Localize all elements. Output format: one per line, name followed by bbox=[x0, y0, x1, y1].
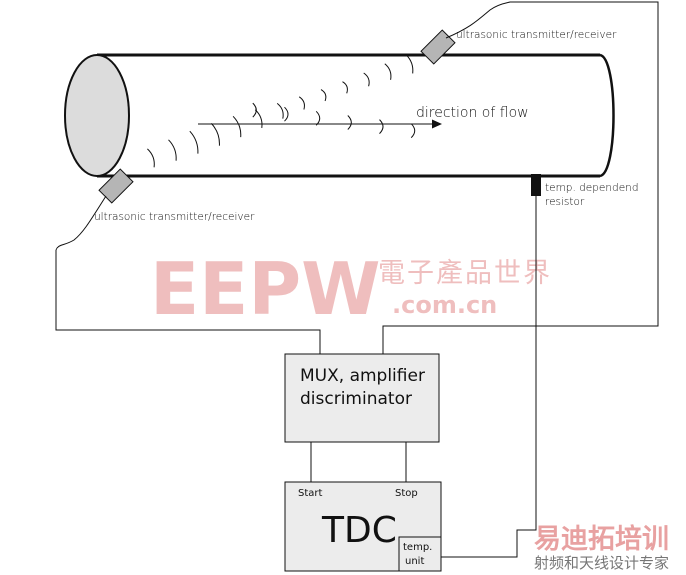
eepw-chinese-text: 電子產品世界 bbox=[378, 258, 552, 289]
resistor-label-line2: resistor bbox=[545, 196, 585, 208]
wave-arc bbox=[347, 115, 352, 130]
wave-arc bbox=[320, 89, 327, 102]
wave-arc bbox=[252, 102, 257, 118]
wave-arc bbox=[405, 54, 414, 74]
ultrasonic-waves bbox=[147, 54, 416, 168]
temp-unit-line2: unit bbox=[405, 556, 424, 567]
tdc-title: TDC bbox=[321, 510, 397, 551]
wire-resistor-to-temp-unit bbox=[441, 196, 537, 558]
cable-bottom bbox=[55, 195, 107, 251]
pipe-right-end bbox=[599, 53, 615, 178]
corner-watermark: 易迪拓培训 射频和天线设计专家 bbox=[534, 524, 669, 572]
resistor-label-line1: temp. dependend bbox=[545, 182, 639, 194]
wave-arc bbox=[284, 106, 289, 122]
mux-box bbox=[284, 353, 440, 443]
temp-unit-line1: temp. bbox=[403, 542, 432, 553]
wave-arc bbox=[168, 139, 177, 161]
tdc-start-label: Start bbox=[298, 488, 323, 499]
wave-arc bbox=[363, 72, 370, 87]
transducer-top-label: ultrasonic transmitter/receiver bbox=[456, 29, 617, 41]
wave-arc bbox=[147, 148, 155, 168]
transducer-bottom-label: ultrasonic transmitter/receiver bbox=[94, 211, 255, 223]
tdc-stop-label: Stop bbox=[395, 488, 418, 499]
wiring bbox=[55, 1, 659, 558]
wave-arc bbox=[189, 130, 199, 154]
wire-bottom-to-mux bbox=[55, 250, 321, 354]
corner-watermark-subtitle: 射频和天线设计专家 bbox=[534, 554, 669, 572]
wave-arc bbox=[210, 123, 220, 146]
wire-top-to-mux bbox=[382, 1, 659, 354]
cable-top bbox=[445, 1, 511, 39]
wave-arc bbox=[384, 63, 392, 80]
pipe-left-end bbox=[64, 54, 130, 177]
corner-watermark-title: 易迪拓培训 bbox=[534, 524, 669, 555]
wave-arc bbox=[342, 81, 348, 94]
eepw-watermark: EEPW 電子產品世界 .com.cn bbox=[150, 247, 552, 331]
wave-arc bbox=[276, 103, 284, 119]
flow-direction-label: direction of flow bbox=[416, 105, 529, 121]
eepw-logo-text: EEPW bbox=[150, 247, 381, 331]
flow-arrow bbox=[198, 119, 442, 129]
pipe bbox=[64, 53, 615, 178]
wave-arc bbox=[232, 115, 242, 138]
temp-resistor bbox=[531, 174, 541, 196]
eepw-url-text: .com.cn bbox=[392, 291, 497, 319]
mux-label-line2: discriminator bbox=[300, 389, 412, 409]
wave-arc bbox=[410, 123, 416, 139]
transducer-top bbox=[420, 29, 456, 65]
mux-label-line1: MUX, amplifier bbox=[300, 366, 425, 386]
wave-arc bbox=[315, 110, 321, 126]
temp-unit-box bbox=[398, 536, 442, 572]
wave-arc bbox=[379, 119, 384, 134]
wave-arc bbox=[298, 96, 305, 110]
